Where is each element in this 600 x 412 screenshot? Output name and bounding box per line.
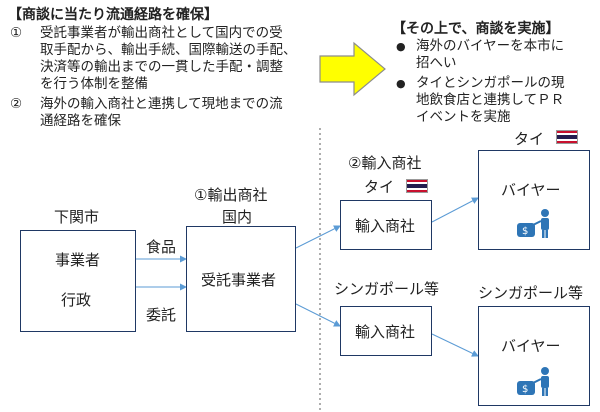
thai-flag-icon <box>406 179 428 193</box>
left-item-1-line-2: 取手配から、輸出手続、国際輸送の手配、 <box>40 42 297 58</box>
right-section-title: 【その上で、商談を実施】 <box>392 21 560 37</box>
importer-box-thai-label: 輸入商社 <box>355 217 416 235</box>
connector-importer-buyer-thai <box>431 197 479 223</box>
shimonoseki-box: 事業者 行政 <box>20 230 136 332</box>
importer-heading: ②輸入商社 <box>348 154 422 172</box>
exporter-box: 受託事業者 <box>186 226 296 332</box>
left-item-1-line-3: 決済等の輸出までの一貫した手配・調整 <box>40 59 283 75</box>
buyer-thai-country: タイ <box>514 130 545 148</box>
goods-label: 食品 <box>146 238 177 256</box>
connector-exporter-sg <box>295 303 341 327</box>
right-item-1-line-1: 海外のバイヤーを本市に <box>416 38 565 54</box>
right-item-2-bullet: ● <box>396 77 406 90</box>
shimonoseki-line-business: 事業者 <box>55 251 101 269</box>
buyer-sg-country: シンガポール等 <box>478 284 584 302</box>
exporter-heading: ①輸出商社 <box>194 186 268 204</box>
buyer-box-sg: バイヤー $ <box>478 306 590 406</box>
right-item-2-line-2: 地飲食店と連携してＰＲ <box>416 92 565 108</box>
exporter-box-label: 受託事業者 <box>201 271 277 289</box>
right-item-1-line-2: 招へい <box>416 55 457 71</box>
shimonoseki-label: 下関市 <box>54 208 100 226</box>
left-item-1-line-4: を行う体制を整備 <box>40 76 148 92</box>
connector-importer-buyer-sg <box>431 333 479 357</box>
right-item-1-bullet: ● <box>396 40 406 53</box>
left-item-1-line-1: 受託事業者が輸出商社として国内での受 <box>40 25 283 41</box>
shimonoseki-line-government: 行政 <box>61 291 92 309</box>
thai-flag-icon <box>556 130 578 144</box>
right-item-2-line-1: タイとシンガポールの現 <box>416 75 565 91</box>
right-item-2-line-3: イベントを実施 <box>416 109 511 125</box>
importer-box-sg-label: 輸入商社 <box>355 323 416 341</box>
left-item-2-line-1: 海外の輸入商社と連携して現地までの流 <box>40 96 283 112</box>
importer-sg-label: シンガポール等 <box>334 280 440 298</box>
buyer-box-sg-label: バイヤー <box>501 337 561 355</box>
exporter-sub: 国内 <box>222 208 253 226</box>
left-item-2-number: ② <box>10 96 23 112</box>
svg-text:$: $ <box>522 226 528 237</box>
left-item-1-number: ① <box>10 25 23 41</box>
svg-text:$: $ <box>522 384 528 395</box>
right-arrow-icon <box>319 41 386 97</box>
importer-box-thai: 輸入商社 <box>340 200 432 250</box>
left-item-2-line-2: 通経路を確保 <box>40 113 121 129</box>
importer-box-sg: 輸入商社 <box>340 306 432 356</box>
connector-exporter-thai <box>295 225 341 249</box>
consign-label: 委託 <box>146 306 177 324</box>
buyer-box-thai-label: バイヤー <box>501 181 561 199</box>
buyer-money-icon: $ <box>517 367 549 396</box>
buyer-box-thai: バイヤー $ <box>478 150 590 250</box>
buyer-money-icon: $ <box>517 209 549 238</box>
left-section-title: 【商談に当たり流通経路を確保】 <box>8 7 218 23</box>
importer-thai-label: タイ <box>364 178 395 196</box>
